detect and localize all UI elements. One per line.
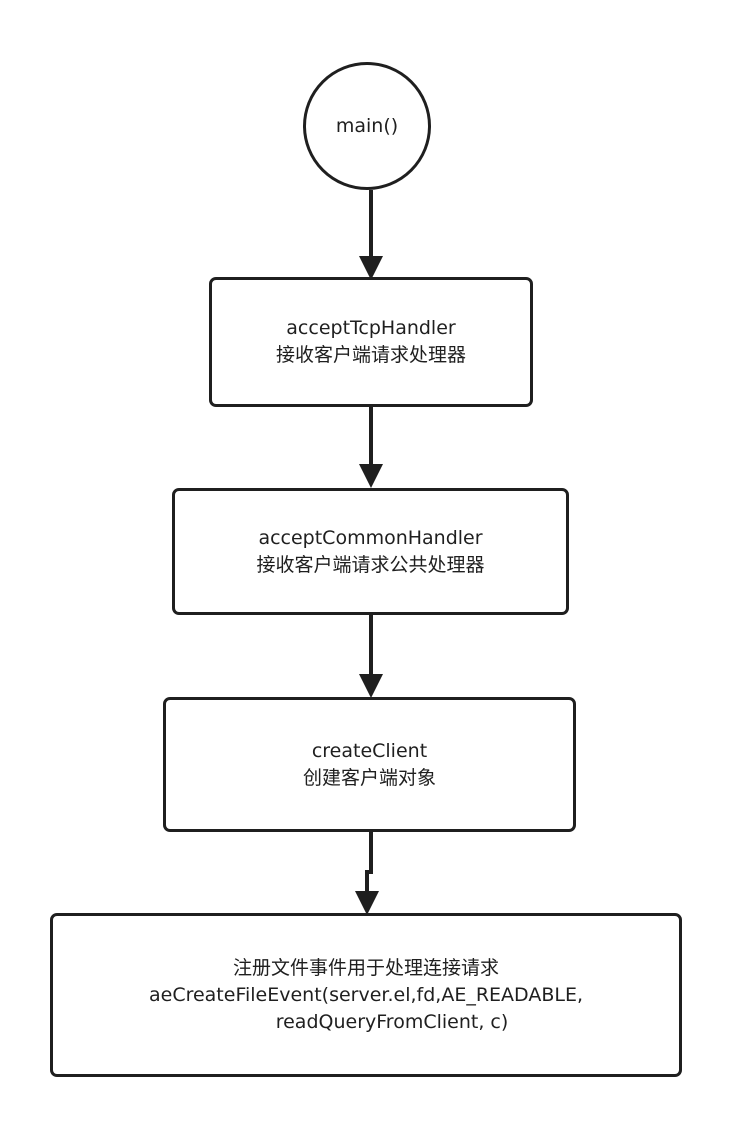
accept-tcp-handler-name: acceptTcpHandler <box>286 317 456 339</box>
start-node-label: main() <box>335 114 399 137</box>
start-node: main() <box>303 62 431 190</box>
connector-create-client-to-register-event <box>365 830 373 893</box>
create-client-description: 创建客户端对象 <box>302 766 436 789</box>
arrowhead-start-to-accept-tcp <box>359 256 383 280</box>
register-file-event-call-args: readQueryFromClient, c) <box>275 1010 509 1033</box>
arrowhead-accept-tcp-to-accept-common <box>359 464 383 488</box>
accept-common-handler-node: acceptCommonHandler 接收客户端请求公共处理器 <box>172 488 569 615</box>
create-client-name: createClient <box>311 739 428 762</box>
register-file-event-call: aeCreateFileEvent(server.el,fd,AE_READAB… <box>148 983 583 1006</box>
accept-common-handler-description: 接收客户端请求公共处理器 <box>256 553 485 576</box>
register-file-event-node: 注册文件事件用于处理连接请求 aeCreateFileEvent(server.… <box>50 913 682 1077</box>
arrowhead-accept-common-to-create-client <box>359 674 383 698</box>
create-client-node: createClient 创建客户端对象 <box>163 697 576 832</box>
arrowhead-create-client-to-register-event <box>355 891 379 915</box>
accept-common-handler-name: acceptCommonHandler <box>258 526 483 549</box>
accept-tcp-handler-description: 接收客户端请求处理器 <box>275 344 466 366</box>
register-file-event-description: 注册文件事件用于处理连接请求 <box>232 956 499 979</box>
accept-tcp-handler-node: acceptTcpHandler 接收客户端请求处理器 <box>209 277 533 407</box>
